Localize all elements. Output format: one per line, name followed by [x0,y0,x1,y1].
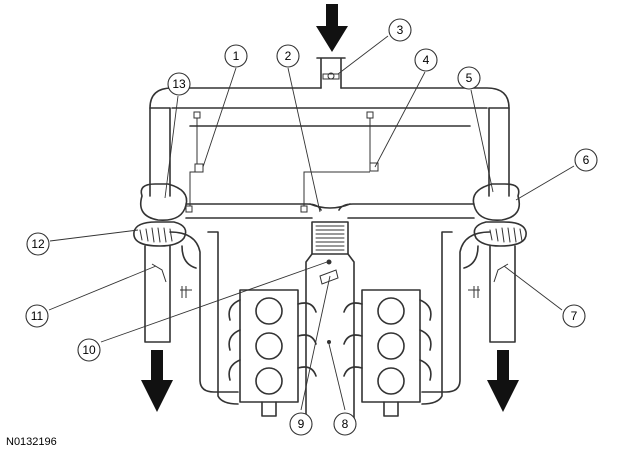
callout-6-circle [574,148,598,172]
intake-flow-arrow [316,4,348,52]
callout-10-circle [77,338,101,362]
leader-10 [100,261,328,343]
leader-12 [49,229,139,242]
leader-8 [328,343,346,411]
callout-11-circle [25,304,49,328]
right-exhaust-flow-arrow [487,350,519,412]
right-intake-pipe [421,231,491,393]
right-turbine-housing [473,221,527,247]
leader-9 [300,275,331,411]
left-cylinder-bank [239,289,299,403]
sensor-3-mount [322,73,340,80]
right-downpipe [489,245,516,343]
sensor-10-point [326,259,332,265]
callout-2-label: 2 [285,49,292,63]
leader-4 [374,71,426,168]
left-compressor-housing [139,183,188,222]
leader-1 [202,67,237,168]
sensor-8-point [327,340,331,344]
valve-9-body [319,269,339,285]
leader-11 [48,265,157,311]
sensor-1-body [194,163,204,173]
charge-air-cooler-tube [185,203,475,219]
callout-12-circle [26,232,50,256]
left-exhaust-runners [228,299,317,381]
callout-11-label: 11 [31,309,44,323]
callout-2-circle [276,44,300,68]
upper-duct-detail [149,107,510,127]
left-cylinder-3 [255,367,283,395]
callout-4-label: 4 [423,53,430,67]
leader-2 [287,67,321,213]
sensor-1-connector [193,111,201,119]
leader-7 [503,265,563,311]
sensor-4-body [369,162,379,172]
left-wastegate-actuator [151,263,192,298]
callout-12-label: 12 [31,237,45,251]
sensor-4-wiring [303,118,371,208]
callout-3-label: 3 [397,23,404,37]
callout-10-label: 10 [82,343,96,357]
left-turbine-fins [139,227,173,243]
callout-13-circle [167,72,191,96]
callout-9-label: 9 [298,417,305,431]
right-wastegate-actuator [468,263,509,298]
sensor-1-wiring [189,118,198,208]
right-compressor-housing [472,183,521,222]
left-exhaust-flow-arrow [141,350,173,412]
left-cylinder-2 [255,332,283,360]
callout-3-circle [388,18,412,42]
left-downpipe [144,245,171,343]
callout-4-circle [414,48,438,72]
right-exhaust-runners [343,299,432,381]
leader-6 [515,165,575,201]
right-cylinder-3 [377,367,405,395]
right-bank-base [383,401,399,417]
callout-13-label: 13 [172,77,186,91]
sensor-4-connector [366,111,374,119]
figure-id: N0132196 [6,436,57,448]
left-turbine-housing [133,221,187,247]
leader-5 [470,89,494,193]
callout-5-label: 5 [466,71,473,85]
sensor-2-connector [300,205,308,213]
callout-7-circle [562,304,586,328]
callout-1-label: 1 [233,49,240,63]
left-intake-runner [207,231,239,405]
right-cylinder-2 [377,332,405,360]
right-cylinder-bank [361,289,421,403]
callout-5-circle [457,66,481,90]
callout-8-circle [333,412,357,436]
callout-1-circle [224,44,248,68]
sensor-13-connector [185,205,193,213]
upper-intake-duct [149,87,510,197]
leader-13 [164,95,179,199]
left-intake-pipe [169,231,239,393]
callout-6-label: 6 [583,153,590,167]
throttle-grid [315,225,345,251]
left-cylinder-1 [255,297,283,325]
callout-9-circle [289,412,313,436]
air-inlet-neck [316,57,346,89]
callout-7-label: 7 [571,309,578,323]
right-intake-runner [421,231,453,405]
callout-8-label: 8 [342,417,349,431]
right-turbine-fins [489,227,523,243]
leader-3 [337,35,389,75]
left-bank-base [261,401,277,417]
right-cylinder-1 [377,297,405,325]
